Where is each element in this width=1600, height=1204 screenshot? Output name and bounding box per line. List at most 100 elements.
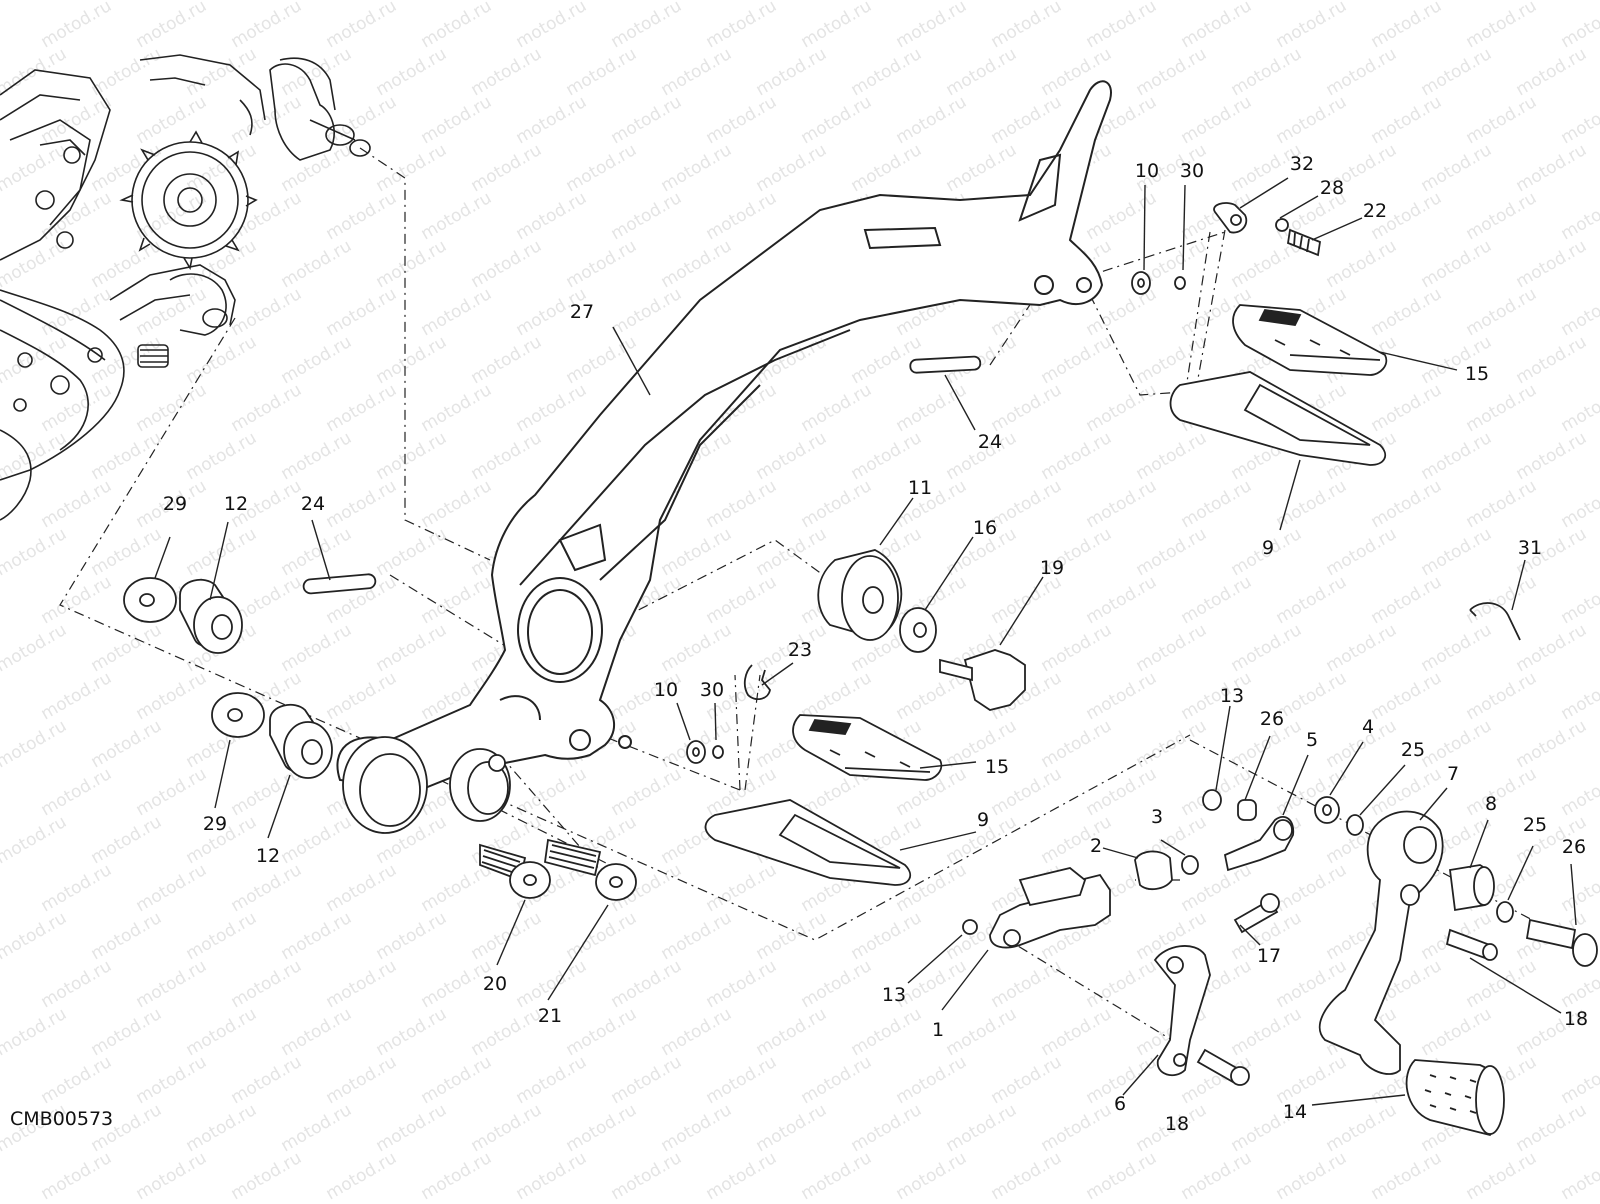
- watermark-text: motod.ru: [1228, 620, 1306, 676]
- watermark-text: motod.ru: [1178, 476, 1256, 532]
- watermark-text: motod.ru: [798, 380, 876, 436]
- watermark-text: motod.ru: [703, 0, 781, 52]
- watermark-text: motod.ru: [0, 0, 70, 4]
- watermark-text: motod.ru: [513, 92, 591, 148]
- diagram-reference-code: CMB00573: [10, 1108, 113, 1130]
- callout-3: 3: [1151, 806, 1163, 828]
- watermark-text: motod.ru: [228, 92, 306, 148]
- watermark-text: motod.ru: [1083, 476, 1161, 532]
- watermark-text: motod.ru: [278, 44, 356, 100]
- callout-4: 4: [1362, 716, 1374, 738]
- watermark-text: motod.ru: [278, 236, 356, 292]
- watermark-text: motod.ru: [1038, 620, 1116, 676]
- watermark-text: motod.ru: [753, 44, 831, 100]
- watermark-text: motod.ru: [373, 44, 451, 100]
- watermark-text: motod.ru: [893, 1052, 971, 1108]
- watermark-text: motod.ru: [1418, 236, 1496, 292]
- watermark-text: motod.ru: [608, 0, 686, 52]
- watermark-text: motod.ru: [1513, 620, 1591, 676]
- watermark-text: motod.ru: [1418, 524, 1496, 580]
- watermark-text: motod.ru: [373, 332, 451, 388]
- watermark-text: motod.ru: [513, 380, 591, 436]
- watermark-text: motod.ru: [1228, 1004, 1306, 1060]
- watermark-text: motod.ru: [893, 1148, 971, 1200]
- watermark-text: motod.ru: [38, 1148, 116, 1200]
- watermark-text: motod.ru: [988, 1148, 1066, 1200]
- watermark-text: motod.ru: [943, 140, 1021, 196]
- watermark-text: motod.ru: [418, 284, 496, 340]
- watermark-text: motod.ru: [133, 956, 211, 1012]
- watermark-text: motod.ru: [1323, 620, 1401, 676]
- watermark-text: motod.ru: [1323, 236, 1401, 292]
- callout-24: 24: [978, 431, 1002, 453]
- watermark-text: motod.ru: [798, 956, 876, 1012]
- callout-13: 13: [1220, 685, 1244, 707]
- watermark-text: motod.ru: [418, 188, 496, 244]
- watermark-text: motod.ru: [1273, 476, 1351, 532]
- watermark-text: motod.ru: [0, 524, 70, 580]
- callout-18: 18: [1564, 1008, 1588, 1030]
- watermark-text: motod.ru: [848, 428, 926, 484]
- watermark-text: motod.ru: [1323, 524, 1401, 580]
- watermark-text: motod.ru: [563, 236, 641, 292]
- watermark-text: motod.ru: [513, 764, 591, 820]
- watermark-text: motod.ru: [1323, 1100, 1401, 1156]
- watermark-text: motod.ru: [1273, 572, 1351, 628]
- watermark-text: motod.ru: [38, 764, 116, 820]
- watermark-text: motod.ru: [183, 44, 261, 100]
- watermark-text: motod.ru: [418, 92, 496, 148]
- watermark-text: motod.ru: [133, 0, 211, 52]
- watermark-text: motod.ru: [703, 572, 781, 628]
- watermark-text: motod.ru: [88, 524, 166, 580]
- watermark-text: motod.ru: [1463, 0, 1541, 52]
- callout-12: 12: [224, 493, 248, 515]
- watermark-text: motod.ru: [1038, 428, 1116, 484]
- watermark-text: motod.ru: [1368, 1148, 1446, 1200]
- watermark-text: motod.ru: [183, 140, 261, 196]
- watermark-text: motod.ru: [1463, 284, 1541, 340]
- watermark-text: motod.ru: [323, 284, 401, 340]
- callout-5: 5: [1306, 729, 1318, 751]
- watermark-text: motod.ru: [513, 956, 591, 1012]
- callout-31: 31: [1518, 537, 1542, 559]
- watermark-text: motod.ru: [1368, 0, 1446, 52]
- watermark-text: motod.ru: [1513, 236, 1591, 292]
- callout-12: 12: [256, 845, 280, 867]
- watermark-text: motod.ru: [133, 284, 211, 340]
- watermark-text: motod.ru: [563, 44, 641, 100]
- watermark-text: motod.ru: [1133, 428, 1211, 484]
- watermark-text: motod.ru: [323, 668, 401, 724]
- watermark-text: motod.ru: [848, 44, 926, 100]
- watermark-text: motod.ru: [373, 908, 451, 964]
- watermark-text: motod.ru: [133, 764, 211, 820]
- watermark-text: motod.ru: [323, 1148, 401, 1200]
- watermark-text: motod.ru: [753, 140, 831, 196]
- watermark-text: motod.ru: [753, 428, 831, 484]
- callout-8: 8: [1485, 793, 1497, 815]
- watermark-text: motod.ru: [753, 1100, 831, 1156]
- callout-9: 9: [1262, 537, 1274, 559]
- watermark-text: motod.ru: [0, 620, 70, 676]
- watermark-text: motod.ru: [1368, 284, 1446, 340]
- watermark-text: motod.ru: [1463, 572, 1541, 628]
- callout-15: 15: [985, 756, 1009, 778]
- watermark-text: motod.ru: [323, 476, 401, 532]
- watermark-text: motod.ru: [278, 1004, 356, 1060]
- watermark-text: motod.ru: [468, 428, 546, 484]
- watermark-text: motod.ru: [88, 428, 166, 484]
- watermark-text: motod.ru: [1513, 1100, 1591, 1156]
- watermark-text: motod.ru: [1038, 716, 1116, 772]
- callout-20: 20: [483, 973, 507, 995]
- watermark-text: motod.ru: [658, 620, 736, 676]
- callout-2: 2: [1090, 835, 1102, 857]
- callout-22: 22: [1363, 200, 1387, 222]
- watermark-text: motod.ru: [88, 620, 166, 676]
- watermark-text: motod.ru: [563, 140, 641, 196]
- watermark-text: motod.ru: [1463, 956, 1541, 1012]
- watermark-text: motod.ru: [1038, 332, 1116, 388]
- callout-14: 14: [1283, 1101, 1307, 1123]
- watermark-text: motod.ru: [133, 1052, 211, 1108]
- watermark-text: motod.ru: [183, 1100, 261, 1156]
- callout-15: 15: [1465, 363, 1489, 385]
